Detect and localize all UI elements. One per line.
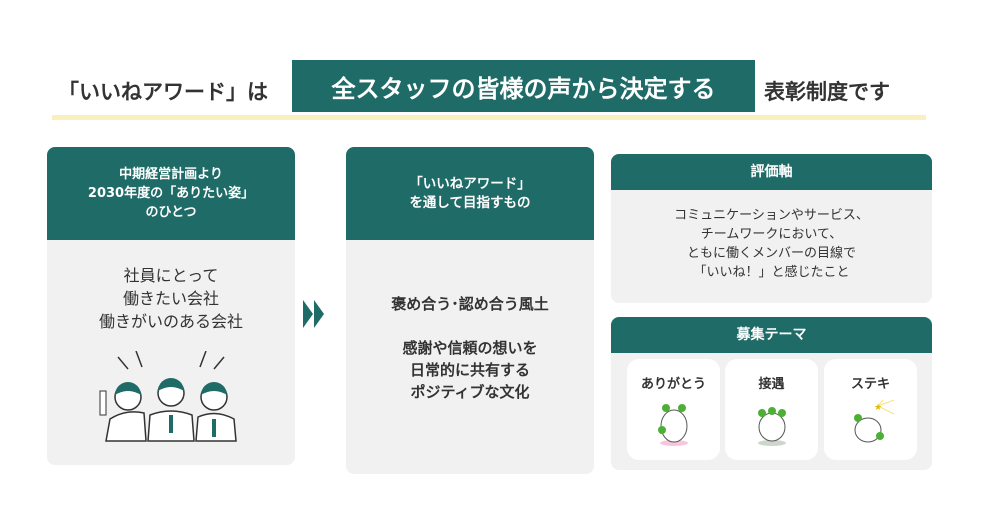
goal-card: 「いいねアワード」 を通して目指すもの 褒め合う･認め合う風土 感謝や信頼の想い… [346, 147, 594, 474]
body-line: 日常的に共有する [409, 361, 530, 379]
theme-tile-wonderful: ステキ ★ [824, 359, 917, 460]
mascot-icon: ★ [853, 400, 894, 443]
body-line: 感謝や信頼の想いを [402, 339, 538, 357]
header-line: 中期経営計画より [119, 167, 223, 182]
title-highlight: 全スタッフの皆様の声から決定する [292, 60, 755, 112]
mascot-icon [657, 404, 688, 446]
body-line: 働きがいのある会社 [98, 312, 243, 331]
employees-illustration-icon [99, 351, 237, 442]
criteria-card: 評価軸 コミュニケーションやサービス、 チームワークにおいて、 ともに働くメンバ… [611, 154, 932, 303]
body-line: チームワークにおいて、 [700, 227, 843, 242]
body-line: 社員にとって [123, 266, 219, 285]
mascot-icon [757, 407, 786, 446]
header-line: のひとつ [145, 205, 197, 220]
arrow-right-icon [303, 300, 324, 328]
header-line: 「いいねアワード」 [409, 175, 531, 192]
goal-card-header: 「いいねアワード」 を通して目指すもの [346, 147, 594, 240]
body-line: 働きたい会社 [122, 289, 219, 308]
vision-card-header: 中期経営計画より 2030年度の「ありたい姿」 のひとつ [47, 147, 295, 240]
header-line: 2030年度の「ありたい姿」 [87, 186, 255, 201]
theme-label: 接遇 [758, 377, 785, 392]
header-line: を通して目指すもの [409, 194, 531, 211]
title-prefix: 「いいねアワード」は [58, 80, 268, 104]
body-line: ともに働くメンバーの目線で [686, 246, 856, 261]
svg-text:★: ★ [874, 403, 882, 413]
themes-card-header: 募集テーマ [611, 317, 932, 353]
title-suffix: 表彰制度です [764, 80, 890, 104]
themes-card: 募集テーマ ありがとう 接遇 ステキ ★ [611, 317, 932, 470]
vision-card: 中期経営計画より 2030年度の「ありたい姿」 のひとつ 社員にとって 働きたい… [47, 147, 295, 465]
theme-tile-thanks: ありがとう [627, 359, 720, 460]
criteria-card-header: 評価軸 [611, 154, 932, 190]
theme-label: ありがとう [640, 377, 706, 392]
body-line: コミュニケーションやサービス、 [674, 208, 869, 223]
theme-label: ステキ [850, 377, 890, 392]
title-underline [52, 115, 926, 120]
body-line: 「いいね！」と感じたこと [693, 265, 850, 280]
goal-culture-text: 褒め合う･認め合う風土 [391, 295, 549, 313]
body-line: ポジティブな文化 [410, 383, 530, 401]
theme-tile-hospitality: 接遇 [725, 359, 818, 460]
